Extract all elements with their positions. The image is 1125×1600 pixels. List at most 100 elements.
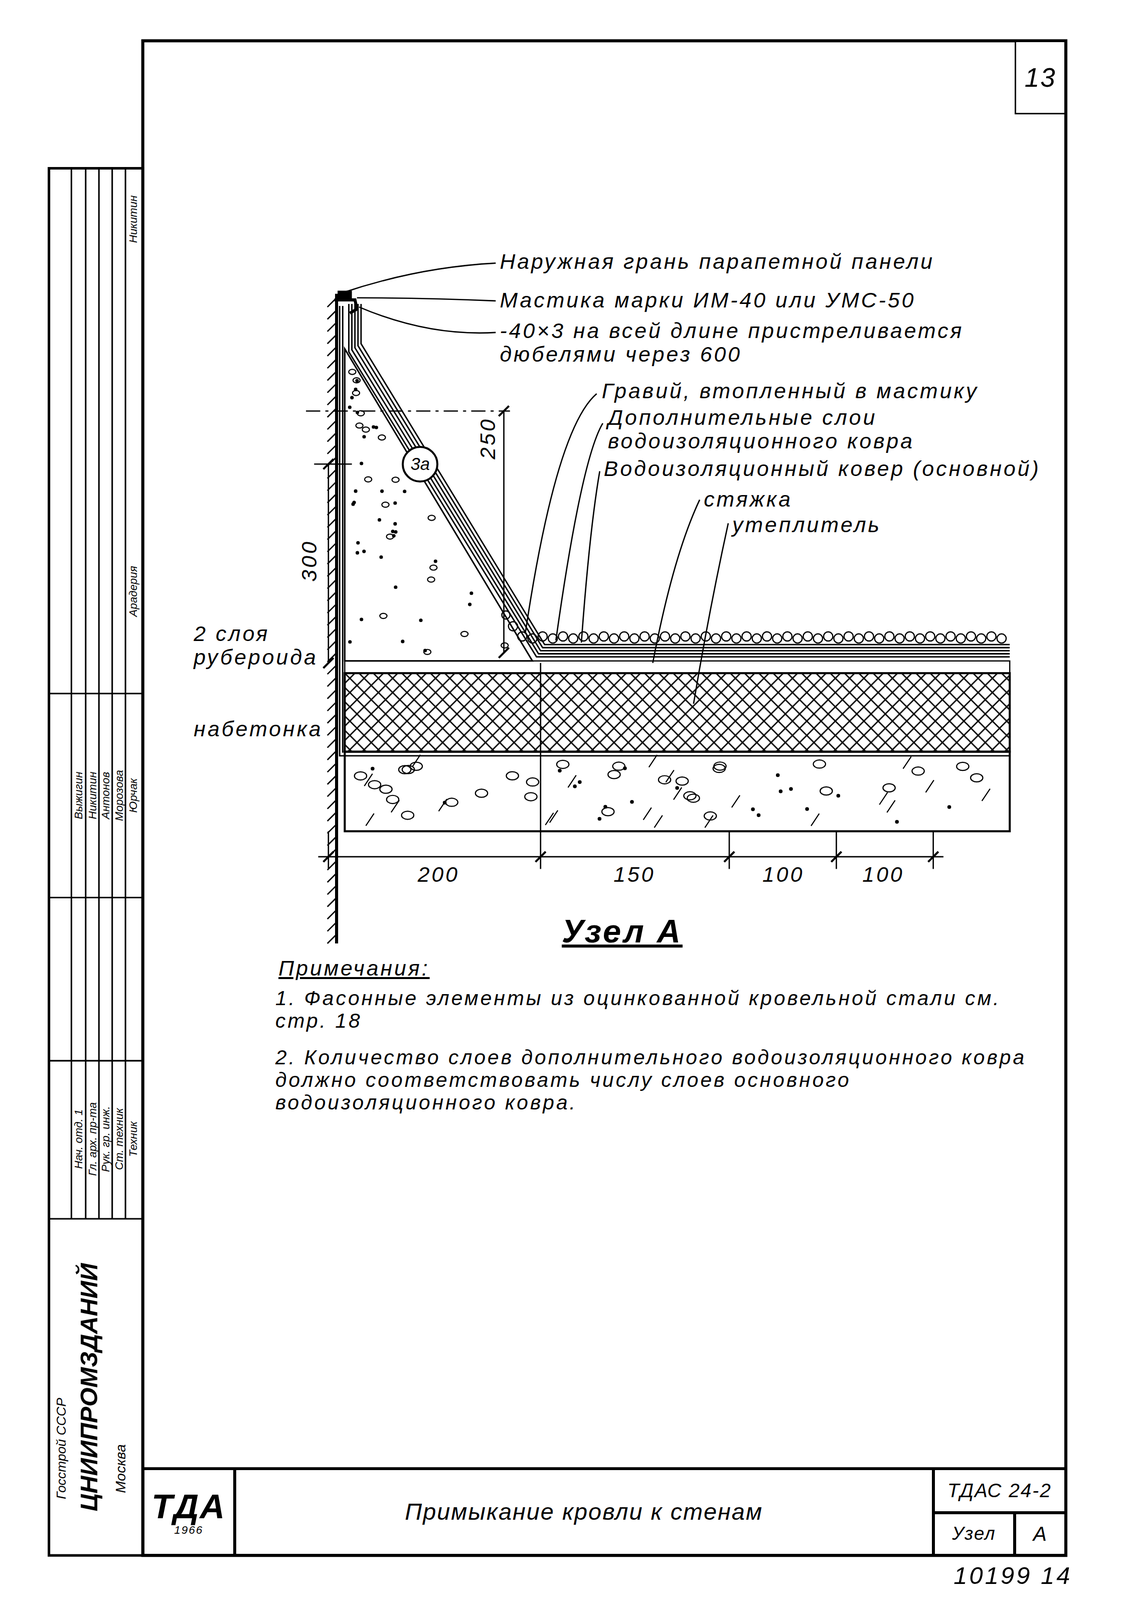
part-label: Гравий, втопленный в мастику — [601, 379, 979, 403]
leader-line — [357, 297, 497, 301]
aggregate-dot — [363, 435, 366, 438]
gravel-stone — [823, 631, 833, 641]
gravel-stone — [527, 633, 537, 644]
aggregate-dot — [362, 550, 366, 553]
gravel-stone — [502, 610, 511, 619]
extension-line — [328, 663, 934, 870]
concrete-hatch — [412, 754, 421, 767]
aggregate-dot — [394, 585, 397, 589]
aggregate-dot — [751, 808, 755, 811]
gravel-stone — [752, 633, 762, 644]
part-label: Наружная грань парапетной панели — [499, 249, 935, 274]
aggregate-dot — [356, 541, 360, 545]
gravel-stone — [741, 631, 751, 641]
dimension-tick — [323, 851, 939, 862]
gravel-stone — [894, 633, 904, 644]
concrete-hatch — [567, 775, 576, 788]
aggregate-dot — [419, 618, 423, 622]
concrete-hatch — [365, 813, 374, 826]
aggregate-dot — [789, 787, 792, 790]
aggregate-dot — [578, 780, 581, 784]
steel-strip — [334, 299, 358, 313]
aggregate-dot — [558, 769, 561, 772]
gravel-stone — [905, 631, 915, 641]
gravel-stone — [935, 633, 945, 644]
title-block-cell: А — [1014, 1512, 1066, 1556]
gravel-stone — [629, 633, 639, 644]
aggregate-stone — [386, 795, 399, 804]
concrete-hatch — [903, 756, 912, 769]
dimension-value: 100 — [862, 862, 904, 886]
aggregate-dot — [573, 784, 576, 788]
concrete-hatch — [364, 773, 373, 786]
stamp-name: Юрчак — [127, 778, 139, 814]
aggregate-stone — [445, 797, 458, 807]
stamp-position: Нач. отд. 1 — [72, 1109, 84, 1170]
gravel-stone — [558, 631, 568, 641]
gravel-stone — [955, 633, 966, 644]
aggregate-stone — [460, 631, 468, 637]
aggregate-stone — [362, 426, 370, 432]
gravel-stone — [833, 633, 843, 644]
dimension-value: 150 — [613, 862, 656, 886]
concrete-hatch — [704, 815, 713, 828]
gravel-stone — [599, 631, 609, 641]
gravel-stone — [945, 631, 955, 641]
aggregate-dot — [895, 820, 899, 824]
part-label: Дополнительные слои водоизоляционного ко… — [607, 405, 1037, 453]
aggregate-dot — [354, 388, 358, 391]
concrete-hatch — [925, 779, 934, 792]
aggregate-stone — [601, 807, 614, 816]
aggregate-dot — [380, 490, 384, 493]
part-label: 2 слоя рубероида — [193, 621, 321, 670]
concrete-hatch — [811, 813, 820, 826]
wall-face — [335, 293, 339, 944]
gravel-stone — [976, 633, 986, 644]
aggregate-dot — [356, 551, 359, 555]
aggregate-dot — [837, 794, 840, 797]
frame-border — [142, 40, 1066, 1556]
gravel-stone — [731, 633, 741, 644]
gravel-stone — [782, 631, 792, 641]
aggregate-stone — [683, 791, 696, 800]
gravel-stone — [508, 621, 518, 631]
node-subtext: 1966 — [174, 1524, 204, 1536]
node-text: А — [1033, 1523, 1048, 1545]
concrete-fillet — [344, 348, 533, 661]
aggregate-stone — [398, 765, 411, 774]
gravel-stone — [792, 633, 802, 644]
gravel-stone — [691, 633, 701, 644]
aggregate-stone — [820, 786, 833, 795]
aggregate-dot — [350, 396, 354, 399]
aggregate-dot — [403, 490, 406, 493]
aggregate-stone — [501, 643, 509, 649]
stamp-position: Гл. арх. пр-та — [87, 1102, 99, 1177]
aggregate-stone — [379, 784, 392, 793]
aggregate-dot — [360, 462, 363, 465]
organization-name: ЦНИИПРОМЗДАНИЙ — [76, 1262, 102, 1512]
title-block-code: ТДАС 24-2 — [933, 1468, 1066, 1513]
dimension-value: 250 — [475, 417, 500, 460]
aggregate-dot — [779, 789, 782, 793]
roof-slab — [344, 751, 1010, 832]
callout-circle: 3а — [401, 445, 439, 483]
aggregate-dot — [947, 805, 951, 809]
aggregate-dot — [378, 518, 381, 522]
aggregate-dot — [393, 501, 397, 505]
stamp-grid — [49, 168, 143, 1220]
title-block-cell: ТДА1966 — [142, 1468, 235, 1556]
aggregate-stone — [526, 777, 539, 786]
aggregate-stone — [356, 422, 364, 428]
concrete-hatch — [649, 754, 658, 767]
gravel-stone — [772, 633, 782, 644]
aggregate-dot — [360, 618, 363, 621]
gravel-stone — [854, 633, 864, 644]
dimension-tick — [498, 405, 509, 658]
aggregate-dot — [391, 530, 395, 533]
stamp-strip — [49, 168, 143, 1556]
aggregate-dot — [757, 814, 760, 817]
aggregate-dot — [372, 425, 375, 429]
detail-title: Узел А — [561, 913, 683, 950]
gravel-stone — [966, 631, 976, 641]
